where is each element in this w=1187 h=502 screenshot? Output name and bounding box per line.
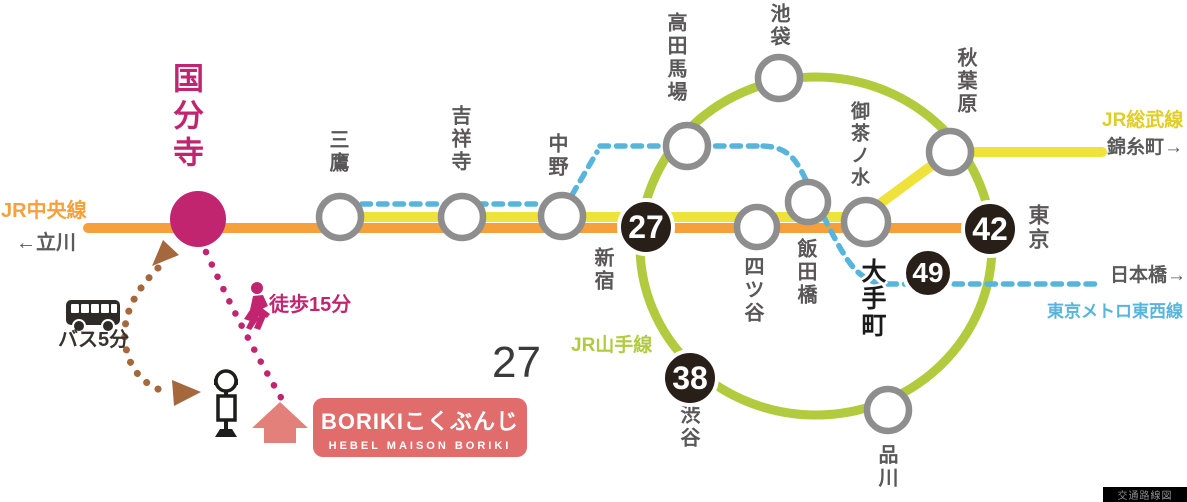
sobu-terminal-kinshicho: 錦糸町→: [1107, 137, 1184, 158]
nakano-dot: [537, 191, 587, 241]
kichijoji-dot: [437, 192, 487, 242]
bus-icon: [66, 300, 120, 333]
bus-route-arrow-to-stop: [172, 380, 201, 406]
badge-otemachi-minutes: 49: [902, 247, 954, 299]
bus-route-arrow-to-station: [152, 240, 179, 266]
station-label-shinagawa: 品川: [875, 444, 897, 490]
sobu-line: [340, 147, 1107, 222]
caption-text: 交通路線図: [1117, 491, 1173, 502]
akihabara-dot: [925, 127, 975, 177]
chuo-line-label: JR中央線: [1, 200, 87, 222]
shinagawa-dot: [863, 385, 913, 435]
station-label-ikebukuro: 池袋: [767, 3, 789, 49]
ikebukuro-dot: [754, 53, 804, 103]
badge-shibuya-minutes: 38: [661, 349, 719, 407]
property-button[interactable]: BORIKIこくぶんじ HEBEL MAISON BORIKI: [313, 398, 527, 457]
station-label-kichijoji: 吉祥寺: [448, 105, 470, 174]
kokubunji-station-dot: [170, 191, 226, 247]
tozai-line-label: 東京メトロ東西線: [1047, 302, 1183, 321]
tozai-terminal-nihonbashi: 日本橋→: [1110, 265, 1187, 286]
station-label-nakano: 中野: [545, 133, 567, 179]
ochanomizu-dot: [840, 196, 892, 248]
caption-chip: 交通路線図: [1103, 487, 1187, 502]
station-label-iidabashi: 飯田橋: [794, 238, 816, 307]
badge-shinjuku-minutes: 27: [617, 198, 675, 256]
station-dots: [315, 53, 975, 435]
property-name: BORIKIこくぶんじ: [320, 408, 519, 434]
station-label-akihabara: 秋葉原: [954, 47, 976, 116]
station-label-shibuya: 渋谷: [677, 404, 699, 450]
bus-time-label: バス5分: [58, 329, 130, 351]
station-label-mitaka: 三鷹: [326, 129, 348, 175]
property-arrow-icon: [252, 402, 308, 443]
badge-tokyo-minutes: 42: [961, 200, 1019, 258]
station-label-shinjuku: 新宿: [591, 247, 613, 293]
yotsuya-dot: [733, 203, 781, 251]
station-label-ochanomizu: 御茶ノ水: [848, 101, 869, 189]
property-subtitle: HEBEL MAISON BORIKI: [328, 439, 512, 452]
sobu-line-label: JR総武線: [1102, 110, 1184, 131]
station-label-tokyo: 東京: [1026, 204, 1049, 252]
walk-time-label: 徒歩15分: [269, 294, 352, 316]
station-label-kokubunji: 国分寺: [168, 62, 203, 173]
takadanobaba-dot: [662, 121, 712, 171]
station-label-yotsuya: 四ツ谷: [741, 256, 763, 325]
walking-person-icon: [244, 282, 270, 330]
mitaka-dot: [315, 192, 365, 242]
iidabashi-dot: [784, 178, 832, 226]
walk-route-dotted-path: [202, 248, 287, 405]
station-label-otemachi: 大手町: [858, 258, 886, 339]
chuo-terminal-tachikawa: ←立川: [16, 232, 76, 254]
bus-stop-icon: [214, 369, 238, 437]
station-label-takadanobaba: 高田馬場: [664, 12, 686, 104]
bus-route-dotted-path: [121, 264, 170, 396]
big-number-27: 27: [492, 338, 541, 387]
yamanote-line-label: JR山手線: [571, 335, 653, 356]
